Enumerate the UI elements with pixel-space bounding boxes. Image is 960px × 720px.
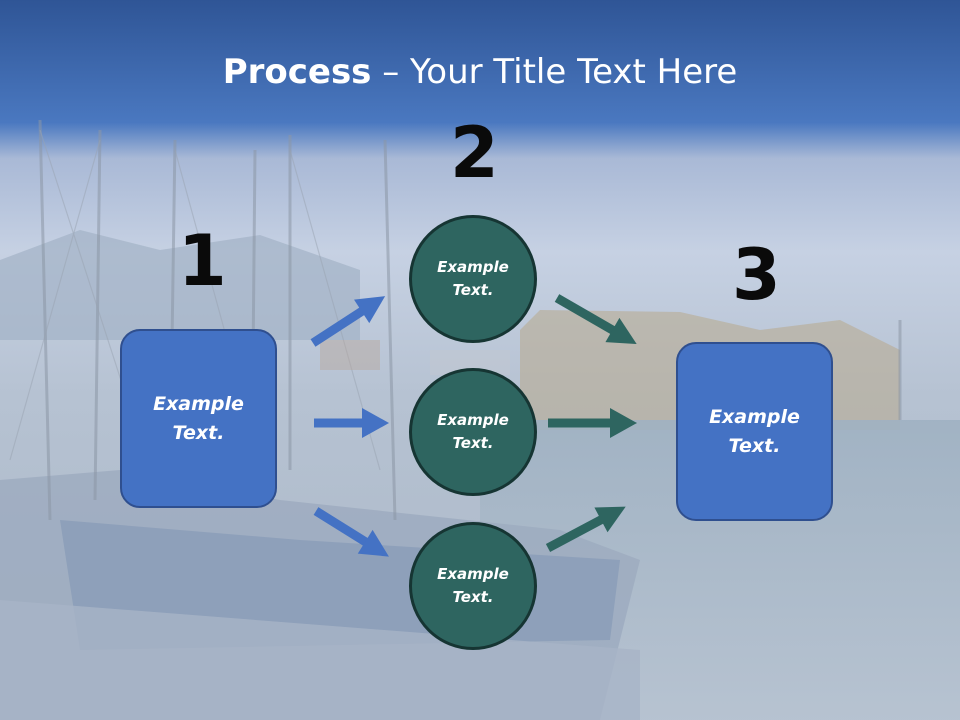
step-2-circle-middle: Example Text. xyxy=(409,368,537,496)
step-number-1: 1 xyxy=(178,220,227,302)
step-3-box: Example Text. xyxy=(676,342,833,521)
arrow-1-to-bottom-icon xyxy=(313,507,389,557)
arrow-1-to-middle-icon xyxy=(314,408,389,438)
step-number-3: 3 xyxy=(732,234,781,316)
step-2-circle-top: Example Text. xyxy=(409,215,537,343)
step-2-circle-bottom: Example Text. xyxy=(409,522,537,650)
slide-title: Process – Your Title Text Here xyxy=(0,52,960,92)
step-1-box: Example Text. xyxy=(120,329,277,508)
title-bold: Process xyxy=(222,52,372,92)
arrow-bottom-to-3-icon xyxy=(545,506,626,552)
step-number-2: 2 xyxy=(450,112,499,194)
title-rest: – Your Title Text Here xyxy=(371,52,738,92)
arrow-1-to-top-icon xyxy=(310,296,386,347)
arrow-top-to-3-icon xyxy=(554,294,637,344)
arrow-middle-to-3-icon xyxy=(548,408,637,438)
